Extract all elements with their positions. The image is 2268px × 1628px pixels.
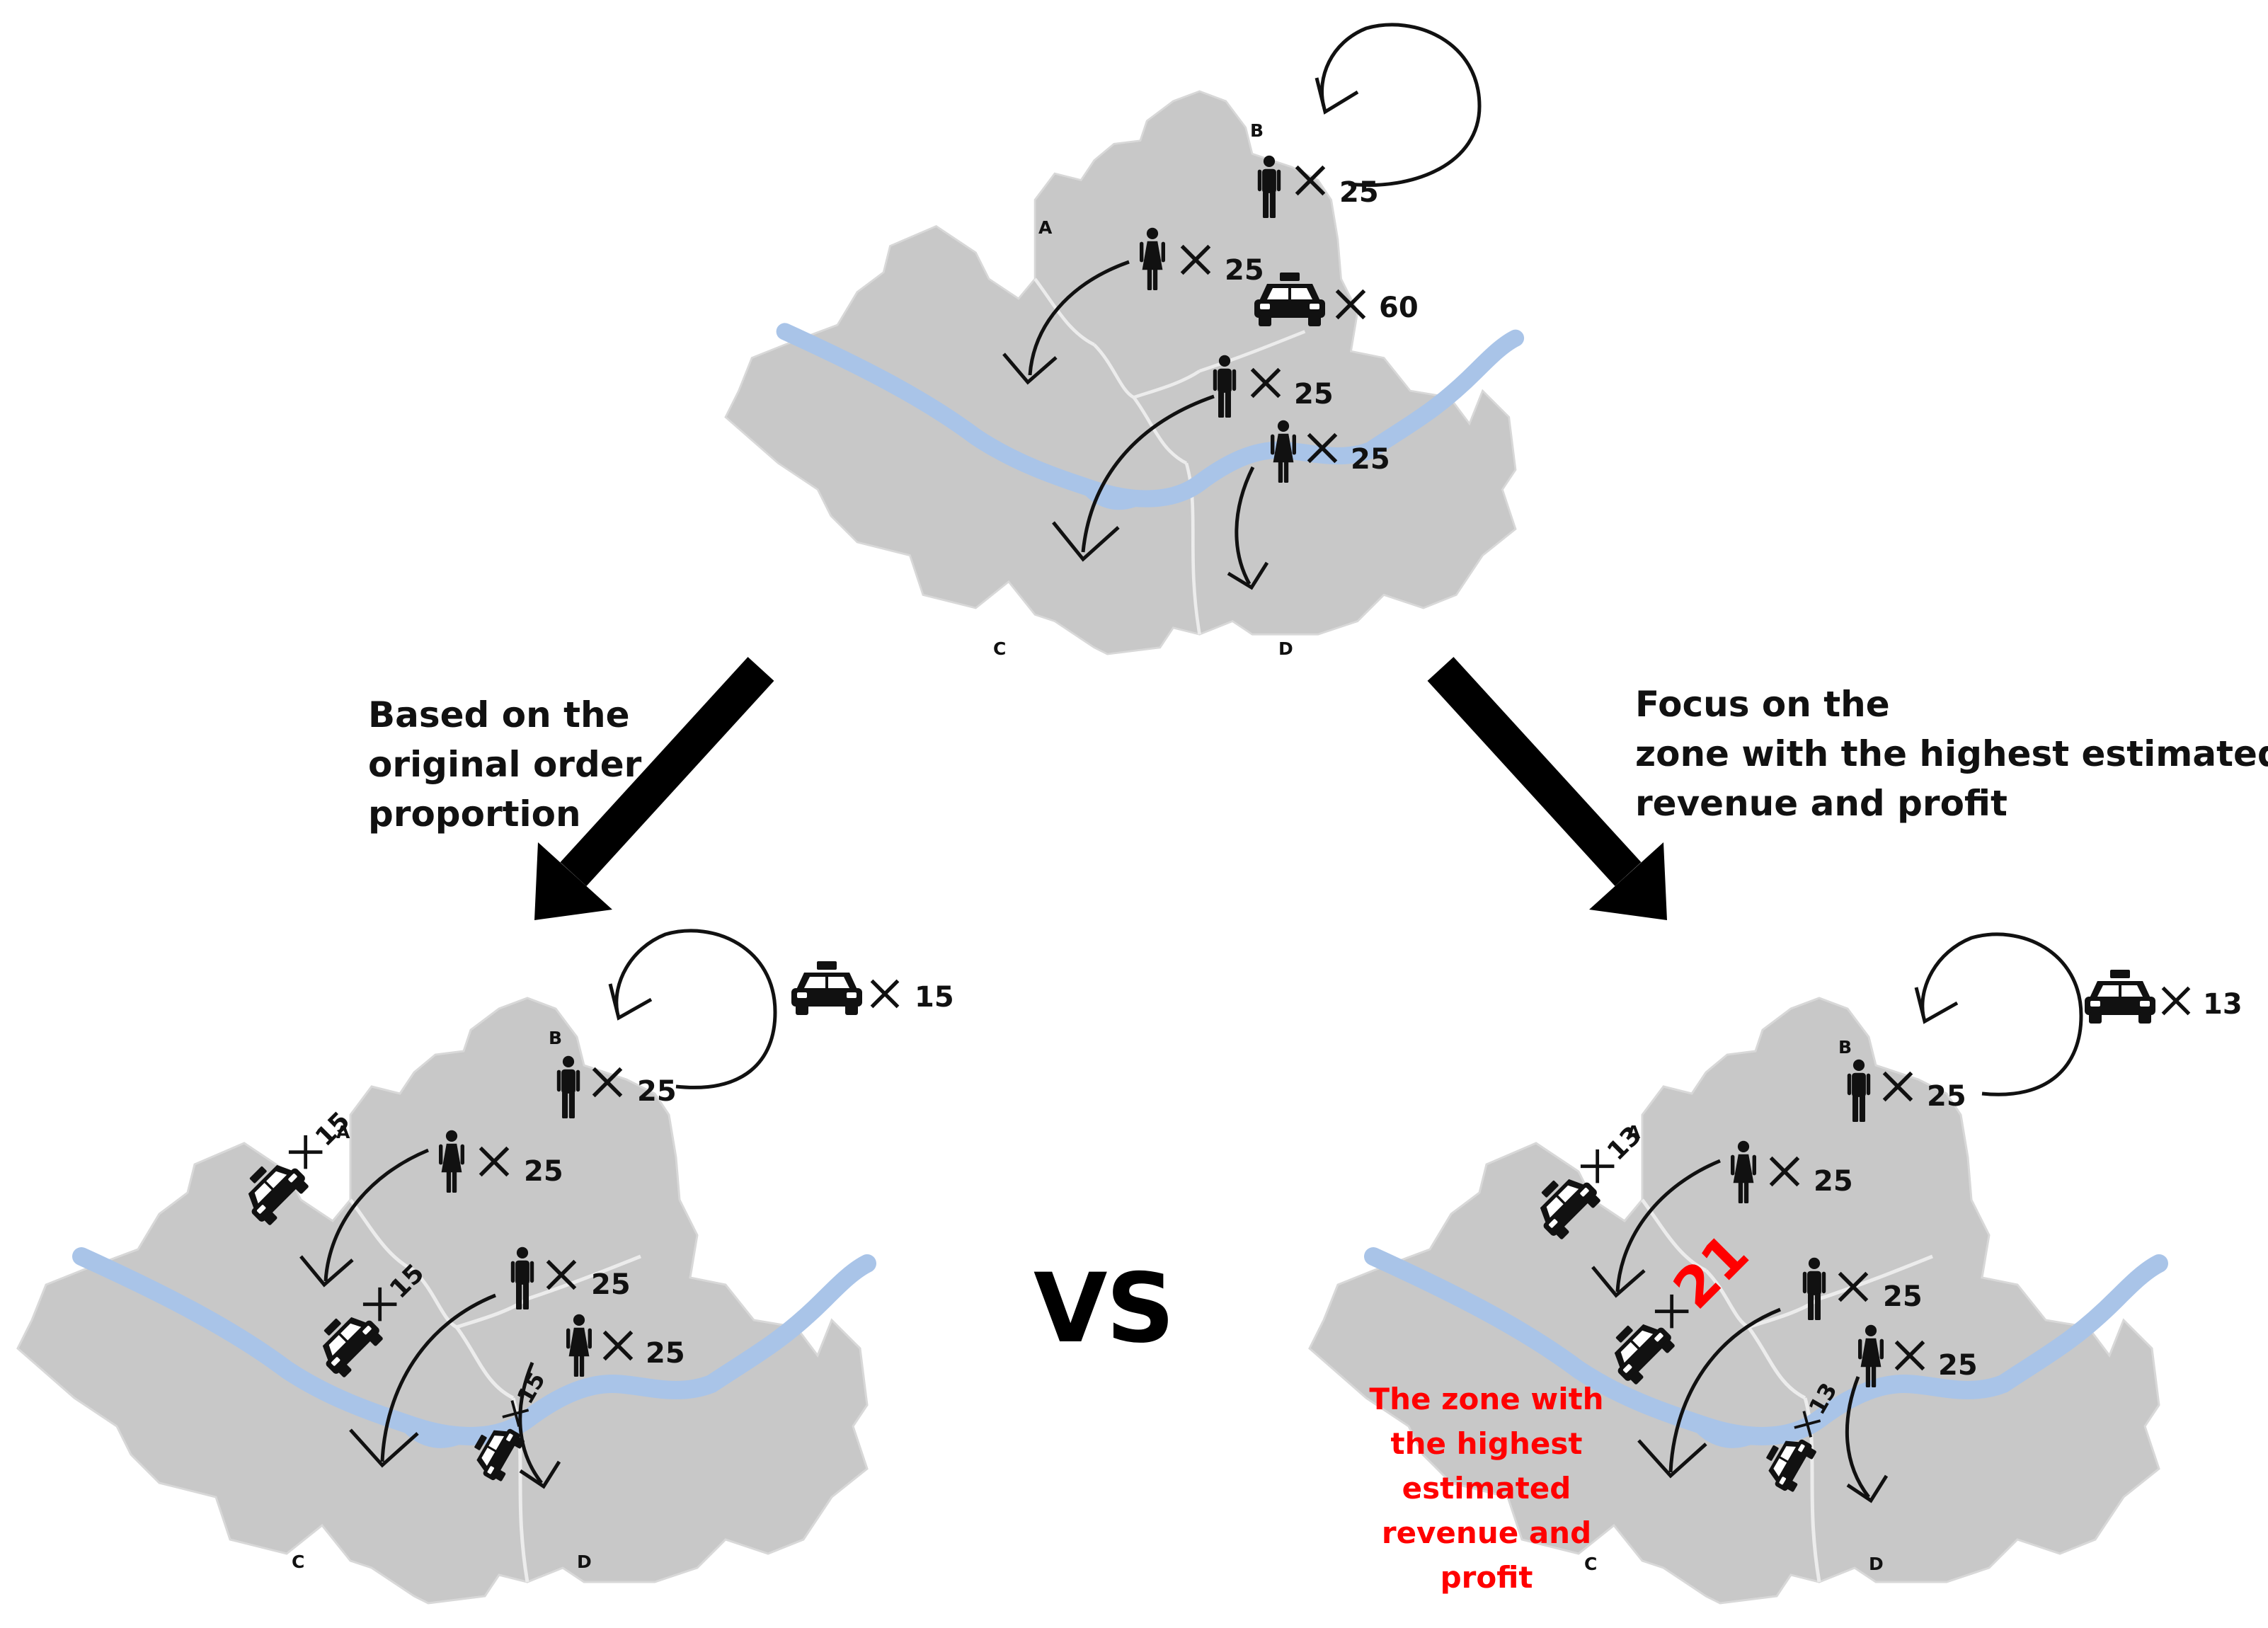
passenger-group-1: 25 [556, 1055, 677, 1118]
times-icon [872, 981, 898, 1007]
zone-label-d: D [1278, 638, 1293, 659]
highlight-note-line: The zone with [1369, 1382, 1604, 1416]
passenger-count: 25 [1294, 378, 1334, 411]
taxi-icon [2085, 970, 2155, 1024]
passenger-group-2: 25 [1731, 1140, 1853, 1203]
arrow-b-to-a [1615, 1159, 1721, 1292]
highlight-note-line: estimated [1402, 1471, 1571, 1506]
zone-label-c: C [1584, 1554, 1597, 1574]
passenger-count: 25 [524, 1155, 563, 1188]
highlight-note-line: the highest [1390, 1426, 1583, 1461]
taxi-count: 60 [1379, 292, 1419, 324]
taxi-supply-right: 13 [2085, 970, 2243, 1024]
zone-label-d: D [1869, 1554, 1884, 1574]
arrowhead-icon [299, 1255, 354, 1288]
zone-label-a: A [1627, 1122, 1641, 1142]
zone-label-a: A [1038, 217, 1053, 238]
caption-right-line: zone with the highest estimated [1635, 733, 2268, 774]
map-left-shape [18, 998, 867, 1603]
caption-right-line: revenue and profit [1635, 783, 2008, 824]
arrowhead-icon [608, 983, 653, 1021]
times-icon [289, 1135, 323, 1169]
arrowhead-icon [1002, 352, 1058, 385]
passenger-group-4: 25 [566, 1314, 685, 1377]
taxi-count: 15 [310, 1106, 355, 1152]
arrow-b-to-d [518, 1362, 543, 1484]
arrow-b-to-a [323, 1148, 429, 1282]
times-icon [1581, 1150, 1615, 1183]
taxi-group-top: 60 [1254, 273, 1419, 326]
passenger-count: 25 [1351, 443, 1390, 476]
arrowhead-icon [1637, 1439, 1707, 1479]
passenger-count: 25 [637, 1075, 677, 1108]
zone-label-d: D [577, 1552, 592, 1572]
passenger-group-3: 25 [1802, 1257, 1923, 1320]
map-left: A B C D 15 25 25 [18, 929, 954, 1603]
arrowhead-icon [519, 1460, 561, 1489]
passenger-group-4: 25 [1271, 420, 1390, 483]
passenger-group-1: 25 [1847, 1059, 1966, 1122]
zone-label-a: A [336, 1122, 350, 1142]
caption-right-line: Focus on the [1635, 684, 1890, 725]
passenger-group-2: 25 [439, 1130, 563, 1193]
taxi-count: 13 [1602, 1120, 1647, 1166]
highlight-note-line: revenue and [1381, 1515, 1592, 1550]
arrow-b-to-d [1845, 1376, 1870, 1498]
passenger-group-1: 25 [1257, 155, 1379, 218]
map-right: A B C D 13 25 25 [1310, 932, 2243, 1603]
map-top: A B C D 25 25 60 25 [726, 23, 1516, 659]
passenger-count: 25 [646, 1337, 685, 1370]
loop-arrow-top [1320, 23, 1482, 187]
arrowhead-icon [349, 1428, 419, 1468]
taxi-count: 13 [2203, 988, 2243, 1021]
vs-label: VS [1033, 1253, 1175, 1364]
arrow-b-to-a [1028, 260, 1130, 376]
arrowhead-icon [1052, 521, 1120, 562]
zone-label-c: C [292, 1552, 304, 1572]
taxi-count: 15 [915, 981, 954, 1014]
zone-label-b: B [1250, 120, 1264, 141]
loop-arrow-right [1920, 932, 2083, 1096]
caption-left-line: Based on the [368, 694, 630, 735]
passenger-group-2: 25 [1140, 227, 1264, 290]
arrow-b-to-d [1235, 466, 1255, 585]
highlight-note-line: profit [1440, 1560, 1533, 1595]
zone-label-b: B [1838, 1037, 1852, 1057]
highlight-zone-note: The zone with the highest estimated reve… [1331, 1377, 1642, 1600]
passenger-group-3: 25 [1213, 355, 1334, 418]
arrow-to-right [1427, 657, 1667, 920]
passenger-count: 25 [1225, 254, 1264, 287]
arrow-b-to-c [1668, 1307, 1781, 1473]
arrowhead-icon [1846, 1474, 1889, 1503]
arrowhead-icon [1315, 77, 1359, 115]
taxi-supply-left: 15 [791, 961, 954, 1015]
caption-left: Based on the original order proportion [368, 690, 641, 839]
zone-label-c: C [993, 638, 1006, 659]
passenger-group-3: 25 [510, 1246, 631, 1309]
map-top-shape [726, 91, 1516, 654]
arrow-b-to-c [380, 1293, 496, 1462]
passenger-count: 25 [1938, 1349, 1978, 1382]
arrow-to-left [534, 657, 774, 920]
caption-left-line: proportion [368, 793, 581, 835]
passenger-count: 25 [591, 1268, 631, 1301]
passenger-count: 25 [1883, 1280, 1923, 1313]
arrow-b-to-c [1081, 394, 1215, 553]
passenger-group-4: 25 [1858, 1324, 1978, 1387]
passenger-count: 25 [1339, 176, 1379, 209]
arrowhead-icon [1227, 561, 1269, 590]
passenger-count: 25 [1927, 1080, 1966, 1113]
taxi-icon [791, 961, 862, 1015]
caption-left-line: original order [368, 744, 642, 785]
caption-right: Focus on the zone with the highest estim… [1635, 680, 2268, 828]
arrowhead-icon [1591, 1266, 1646, 1298]
loop-arrow-left [614, 929, 777, 1089]
times-icon [2163, 988, 2189, 1014]
passenger-count: 25 [1814, 1165, 1853, 1198]
arrowhead-icon [1914, 987, 1959, 1024]
zone-label-b: B [549, 1028, 562, 1048]
